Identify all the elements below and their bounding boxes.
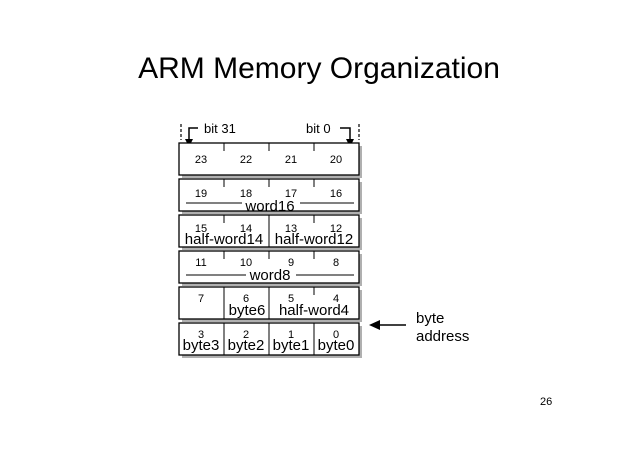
byte-number: 13	[285, 223, 297, 235]
byte-address-label-line2: address	[416, 328, 470, 345]
byte-number: 0	[333, 329, 339, 341]
page-number: 26	[540, 396, 553, 408]
byte-address-label-line1: byte	[416, 310, 445, 327]
byte-number: 7	[198, 293, 204, 305]
byte-number: 23	[195, 154, 207, 166]
byte-label: byte3	[183, 337, 220, 354]
half-word-label: half-word4	[279, 302, 349, 319]
byte-number: 8	[333, 257, 339, 269]
page-title: ARM Memory Organization	[138, 52, 500, 85]
bit0-label: bit 0	[306, 121, 331, 136]
byte-number: 14	[240, 223, 252, 235]
byte-label: byte2	[228, 337, 265, 354]
byte-number: 12	[330, 223, 342, 235]
byte-number: 11	[195, 257, 206, 269]
region-labels: word16 half-word14 half-word12 word8 byt…	[183, 198, 355, 354]
byte-number: 1	[288, 329, 294, 341]
byte-number: 19	[195, 188, 207, 200]
byte-number: 5	[288, 293, 294, 305]
byte-label: byte6	[229, 302, 266, 319]
byte-number: 17	[285, 188, 297, 200]
byte-number: 16	[330, 188, 342, 200]
byte-number: 22	[240, 154, 252, 166]
byte-number: 9	[288, 257, 294, 269]
byte-number: 15	[195, 223, 207, 235]
byte-number: 4	[333, 293, 339, 305]
half-word-label: half-word12	[275, 231, 353, 248]
byte-address-arrow-icon	[369, 320, 406, 330]
bit31-label: bit 31	[204, 121, 236, 136]
byte-number: 6	[243, 293, 249, 305]
byte-number: 10	[240, 257, 252, 269]
word-label: word16	[244, 198, 294, 215]
byte-label: byte1	[273, 337, 310, 354]
word-label: word8	[249, 267, 291, 284]
byte-number: 20	[330, 154, 342, 166]
byte-number: 2	[243, 329, 249, 341]
byte-numbers: 23 22 21 20 19 18 17 16 15 14 13 12 11 1…	[195, 154, 342, 341]
memory-rows	[178, 142, 362, 358]
half-word-label: half-word14	[185, 231, 263, 248]
byte-number: 18	[240, 188, 252, 200]
byte-label: byte0	[318, 337, 355, 354]
byte-number: 3	[198, 329, 204, 341]
byte-number: 21	[285, 154, 297, 166]
